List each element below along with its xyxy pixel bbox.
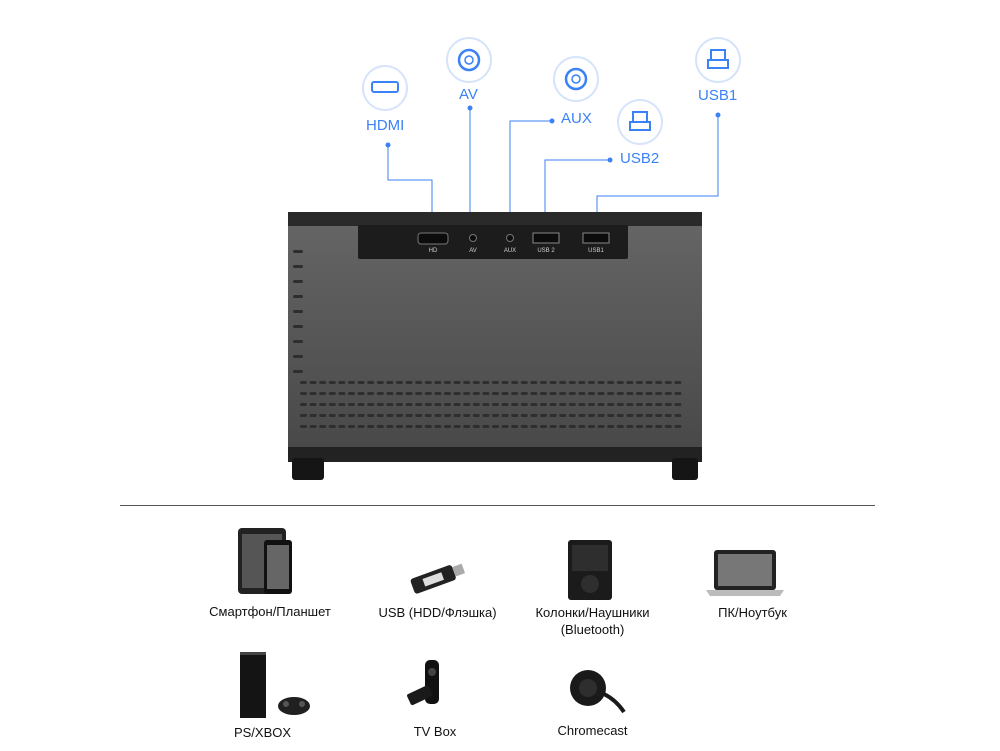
panel-label-hd: HD	[428, 248, 438, 254]
projector	[288, 212, 702, 480]
chromecast-caption: Chromecast	[557, 723, 628, 738]
usb2-icon	[617, 99, 663, 145]
phone-caption: Смартфон/Планшет	[209, 604, 331, 619]
hdmi-icon	[362, 65, 408, 111]
tvbox-caption: TV Box	[413, 724, 457, 739]
speaker-caption: Колонки/Наушники (Bluetooth)	[535, 605, 650, 637]
usb2-label: USB2	[620, 150, 660, 167]
aux-label: AUX	[561, 110, 592, 127]
leader-dots	[385, 105, 721, 163]
usb-stick-icon	[410, 563, 466, 594]
panel-label-aux: AUX	[503, 248, 517, 254]
av-icon	[446, 37, 492, 83]
phone-tablet-icon	[238, 528, 292, 594]
usb1-label: USB1	[698, 87, 738, 104]
ps-caption: PS/XBOX	[233, 725, 292, 740]
speaker-icon	[568, 540, 612, 600]
av-label: AV	[459, 86, 478, 103]
panel-label-av: AV	[469, 248, 477, 254]
tv-box-icon	[407, 660, 439, 706]
laptop-icon	[706, 550, 784, 596]
aux-icon	[553, 56, 599, 102]
panel-label-usb1: USB1	[588, 248, 604, 254]
panel-label-usb2: USB 2	[537, 248, 555, 254]
hdmi-label: HDMI	[366, 117, 405, 134]
laptop-caption: ПК/Ноутбук	[718, 605, 787, 620]
section-divider	[120, 505, 875, 506]
chromecast-icon	[570, 670, 626, 714]
usb-caption: USB (HDD/Флэшка)	[378, 605, 497, 620]
playstation-icon	[240, 652, 310, 718]
usb1-icon	[695, 37, 741, 83]
